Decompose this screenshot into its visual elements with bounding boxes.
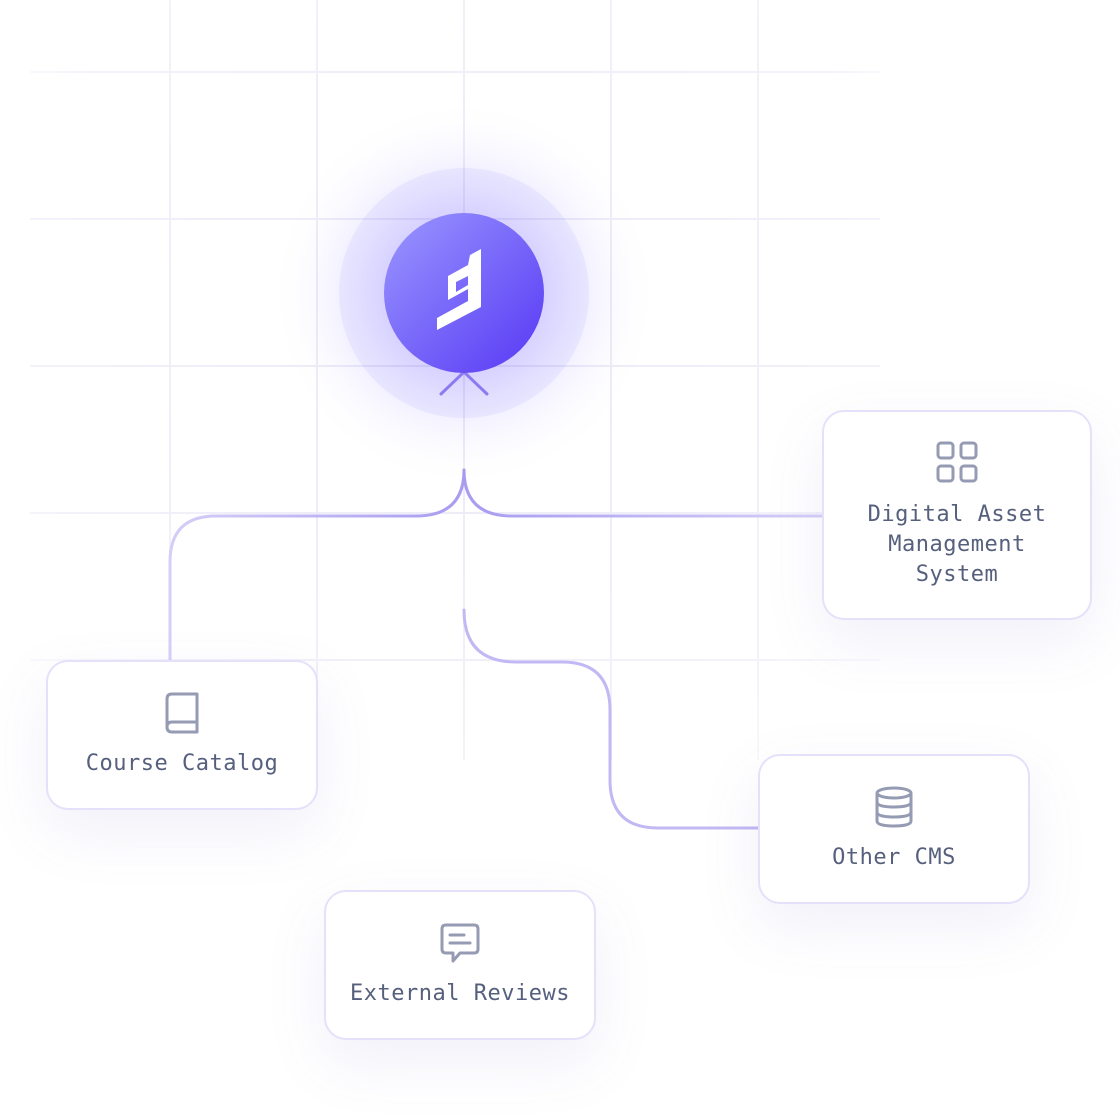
node-label-line: Digital Asset	[867, 502, 1047, 527]
node-label-line: Management	[888, 532, 1026, 557]
book-icon	[165, 692, 199, 734]
node-label: Other CMS	[832, 845, 956, 870]
hygraph-logo-icon	[437, 249, 481, 330]
connectors	[168, 369, 824, 892]
connector-course	[168, 468, 466, 662]
node-label-line: System	[915, 562, 999, 587]
database-icon	[875, 786, 913, 828]
node-course-catalog[interactable]: Course Catalog	[46, 660, 318, 810]
node-external-reviews[interactable]: External Reviews	[324, 890, 596, 1040]
hub-circle[interactable]	[384, 213, 544, 373]
node-label: Course Catalog	[85, 751, 279, 776]
node-label: Digital Asset Management System	[868, 500, 1047, 590]
node-digital-asset-management[interactable]: Digital Asset Management System	[822, 410, 1092, 620]
node-other-cms[interactable]: Other CMS	[758, 754, 1030, 904]
grid-icon	[936, 441, 978, 483]
connector-cms	[462, 608, 760, 830]
node-label: External Reviews	[350, 981, 570, 1006]
chat-bubble-icon	[440, 923, 480, 963]
hub[interactable]	[384, 213, 544, 373]
